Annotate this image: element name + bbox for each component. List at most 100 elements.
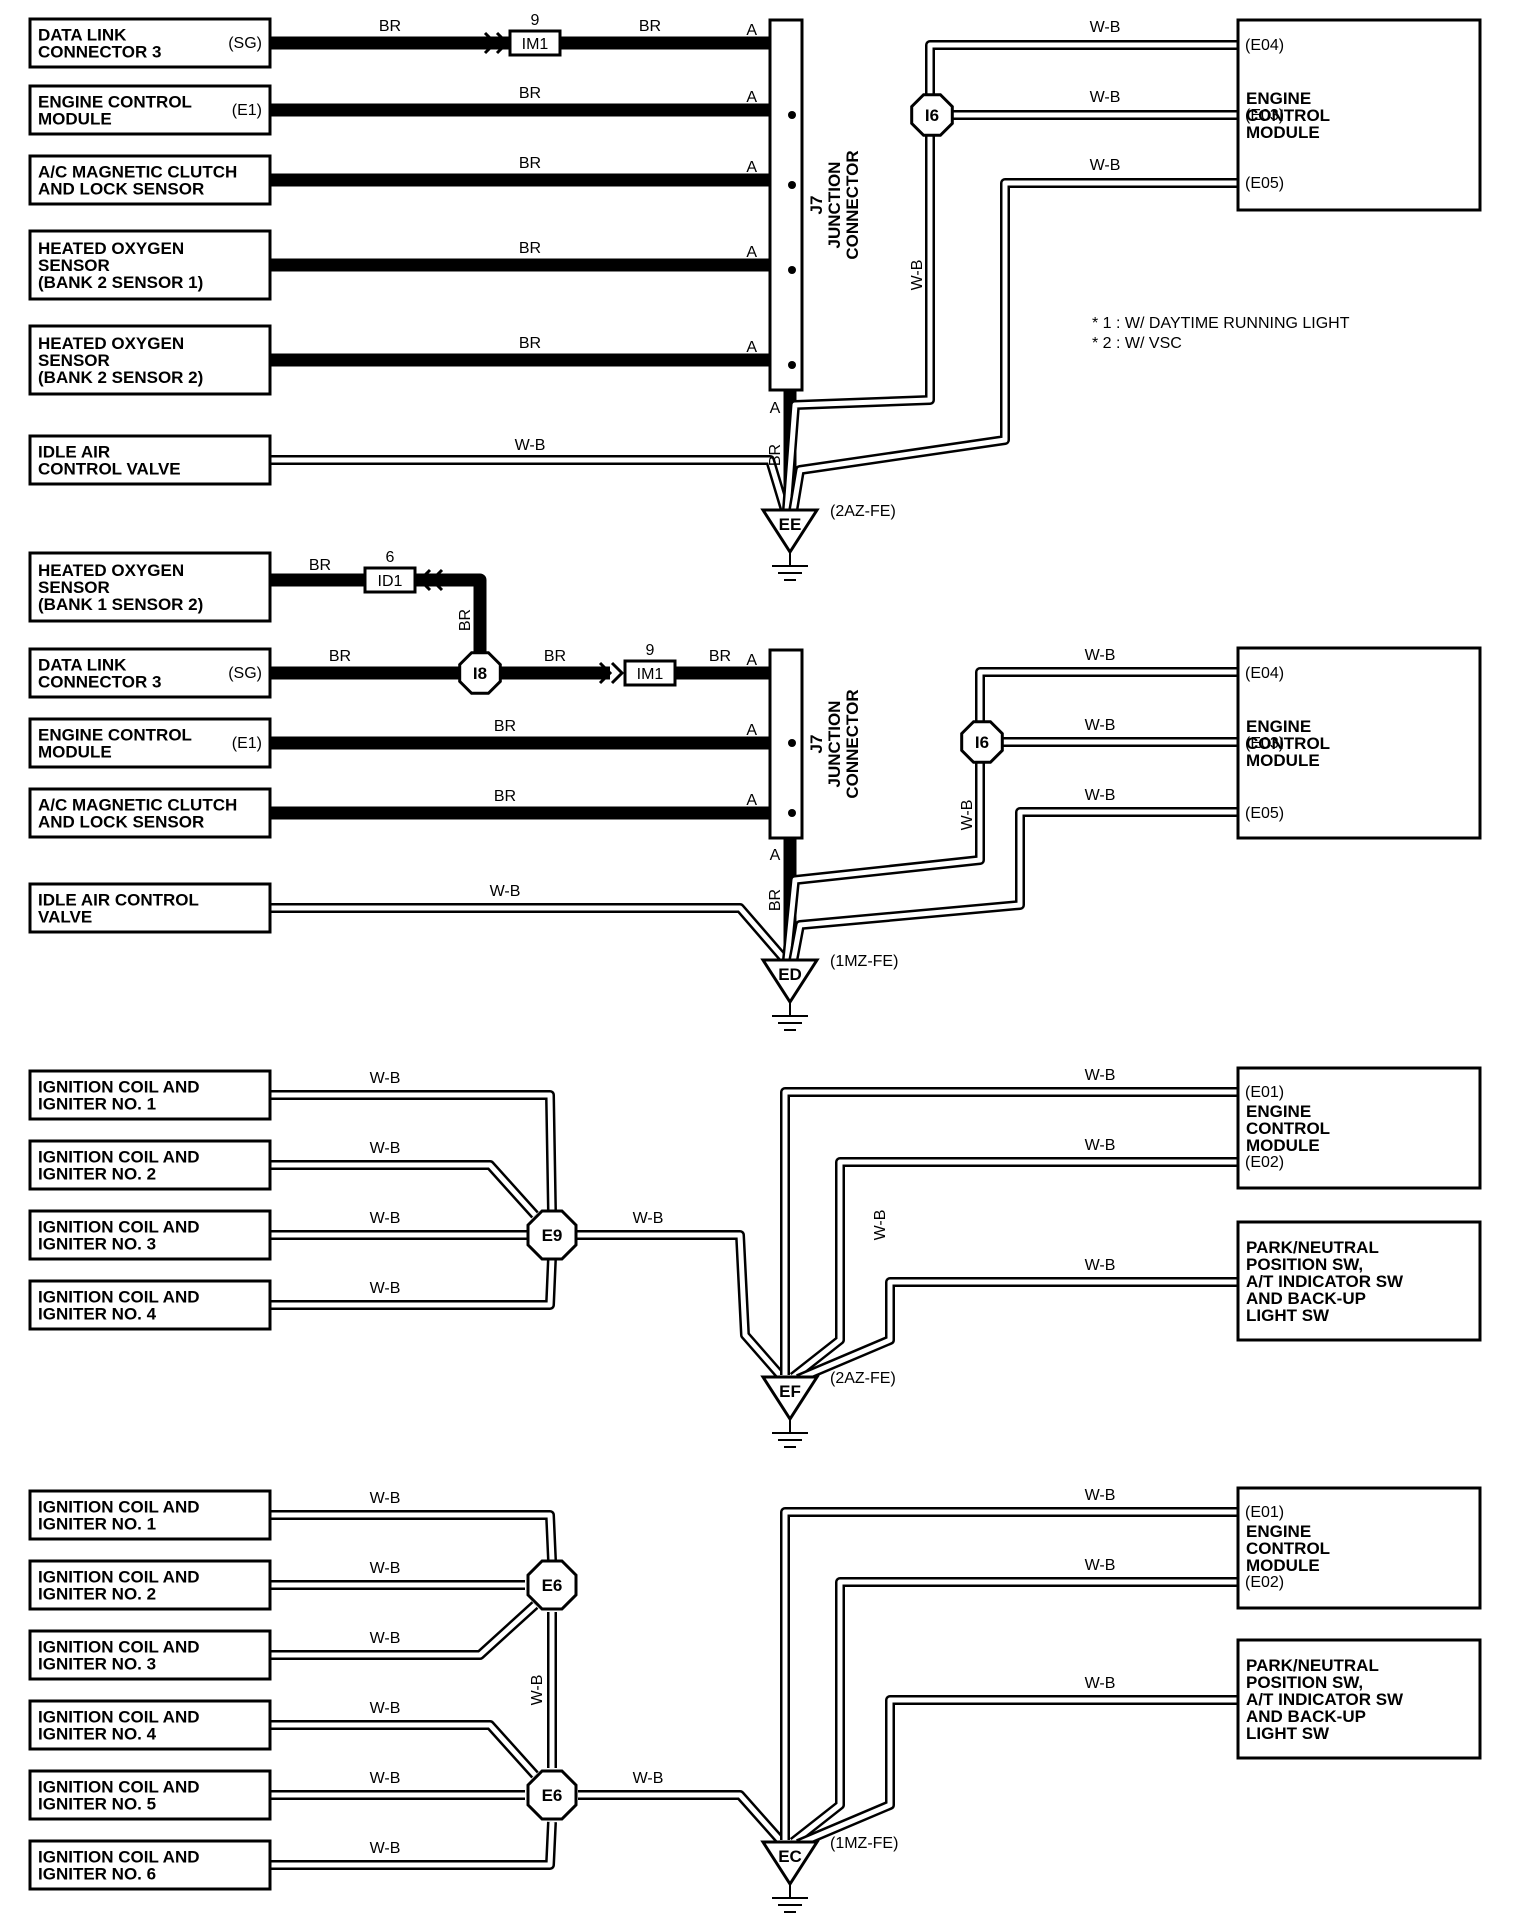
s3-box-4-label-2: IGNITER NO. 4: [38, 1305, 157, 1324]
s4-wire-1: [270, 1510, 557, 1561]
s3-ecm-box-label-1: ENGINE: [1246, 1102, 1311, 1121]
s1-junction-out-pin: A: [770, 400, 781, 417]
s1-wire-iacv: [270, 455, 790, 512]
s1-jpin-3: A: [746, 159, 757, 176]
s3-box-3: [28, 1209, 272, 1261]
s1-junction-label-3: CONNECTOR: [843, 150, 862, 259]
s1-wire-label-iacv: W-B: [515, 437, 546, 454]
s1-box-5: [28, 324, 272, 396]
s4-wire-label-splice-out: W-B: [633, 1770, 664, 1787]
s1-box-2: [28, 84, 272, 136]
s3-ecm-pin-1: (E01): [1245, 1084, 1284, 1101]
s1-ecm-pin-1: (E04): [1245, 37, 1284, 54]
s4-pnp-box: [1236, 1638, 1482, 1760]
s3-box-1-label-1: IGNITION COIL AND: [38, 1078, 200, 1097]
s2-wire-label-dlc-2: BR: [544, 648, 566, 665]
s2-wire-label-ac: BR: [494, 788, 516, 805]
s3-wire-e01-inner: [782, 1089, 1238, 1375]
s1-wire-label-4: BR: [519, 240, 541, 257]
s1-jpin-5: A: [746, 339, 757, 356]
s3-wire-2: [270, 1160, 539, 1219]
s3-wire-e02-outer: [789, 1157, 1238, 1381]
s1-jpin-1: A: [746, 22, 757, 39]
s4-pnp-box-label-3: A/T INDICATOR SW: [1246, 1690, 1404, 1709]
s4-wire-e01-inner: [782, 1509, 1238, 1840]
s3-ecm-pin-2: (E02): [1245, 1154, 1284, 1171]
s2-wire-ho2s: [270, 573, 487, 660]
s2-box-ho2s: [28, 551, 272, 623]
s2-box-1-label-2: CONNECTOR 3: [38, 673, 161, 692]
s4-wire-label-3: W-B: [370, 1630, 401, 1647]
s3-wire-pnp: [796, 1277, 1238, 1384]
s3-wire-e01-outer: [780, 1087, 1238, 1375]
s1-ecm-box-label-2: CONTROL: [1246, 106, 1330, 125]
s3-wire-1-inner: [270, 1092, 555, 1213]
s2-ground-symbol: [760, 958, 820, 1005]
s3-wire-4-outer: [270, 1257, 557, 1310]
s2-wire-e04-inner: [784, 669, 1238, 961]
s4-wire-4-inner: [270, 1722, 537, 1777]
s4-box-1: [28, 1489, 272, 1541]
s2-junction-label-1: J7: [807, 735, 826, 754]
s3-ecm-wire-label-2: W-B: [1085, 1137, 1116, 1154]
s1-wire-e04-inner: [784, 42, 1238, 511]
s1-conn-im1-box: [508, 29, 562, 57]
s3-box-4: [28, 1279, 272, 1331]
s1-wire-e05: [788, 178, 1238, 513]
s1-wire-e04: [782, 40, 1238, 511]
s2-junction-out-color-text: BR: [767, 889, 784, 911]
s2-wire-label-dlc: BR: [329, 648, 351, 665]
s1-junction-dot-4: [788, 361, 796, 369]
s2-ecm-box: [1236, 646, 1482, 840]
s4-wire-6: [270, 1821, 557, 1870]
s2-box-ho2s-label-2: SENSOR: [38, 578, 110, 597]
s1-ecm-wire-label-2: W-B: [1090, 89, 1121, 106]
s4-pnp-box-label-1: PARK/NEUTRAL: [1246, 1656, 1379, 1675]
s2-ground-label: ED: [778, 965, 802, 984]
s1-conn-im1-id: IM1: [522, 36, 549, 53]
s1-box-1: [28, 17, 272, 69]
s2-ecm-box-label-2: CONTROL: [1246, 734, 1330, 753]
s4-box-3-label-1: IGNITION COIL AND: [38, 1638, 200, 1657]
s3-pnp-box: [1236, 1220, 1482, 1342]
s1-junction-dot-2: [788, 181, 796, 189]
s2-ecm-wire-label-2: W-B: [1085, 717, 1116, 734]
s1-junction-out-color-text: BR: [767, 444, 784, 466]
s3-wire-splice-out-inner: [575, 1232, 782, 1377]
s4-wire-label-2: W-B: [370, 1560, 401, 1577]
s1-box-1-label-1: DATA LINK: [38, 26, 127, 45]
note-2: * 2 : W/ VSC: [1092, 335, 1182, 352]
s2-conn-im1-chevron-2: [610, 661, 625, 685]
s4-wire-label-6: W-B: [370, 1840, 401, 1857]
s1-conn-im1-num: 9: [531, 12, 540, 29]
s4-wire-splice-out-outer: [578, 1790, 784, 1844]
s3-ecm-wire-label-1: W-B: [1085, 1067, 1116, 1084]
s4-wire-label-1: W-B: [370, 1490, 401, 1507]
s4-pnp-box-label-2: POSITION SW,: [1246, 1673, 1363, 1692]
s2-conn-id1-chevron-2: [429, 568, 444, 592]
s2-conn-id1-chevron-1: [417, 568, 432, 592]
s4-wire-label-5: W-B: [370, 1770, 401, 1787]
s2-jpin-1: A: [746, 652, 757, 669]
s4-box-6-label-2: IGNITER NO. 6: [38, 1865, 156, 1884]
s2-box-1: [28, 647, 272, 699]
s4-wire-label-4: W-B: [370, 1700, 401, 1717]
s1-ecm-wire-label-3: W-B: [1090, 157, 1121, 174]
s1-box-1-label-2: CONNECTOR 3: [38, 43, 161, 62]
s4-wire-3: [270, 1601, 539, 1660]
s3-pnp-wire-label: W-B: [1085, 1257, 1116, 1274]
s3-ground-engine-label: (2AZ-FE): [830, 1370, 896, 1387]
s3-pnp-box-label-2: POSITION SW,: [1246, 1255, 1363, 1274]
s2-box-4-label-2: VALVE: [38, 908, 92, 927]
s3-ground-wire-label: W-B: [872, 1210, 889, 1241]
s2-ecm-box-label-1: ENGINE: [1246, 717, 1311, 736]
s1-ecm-pin-3: (E05): [1245, 175, 1284, 192]
s4-wire-e02: [789, 1577, 1238, 1846]
s3-wire-2-inner: [270, 1162, 537, 1217]
s1-box-3-label-2: AND LOCK SENSOR: [38, 180, 204, 199]
s1-box-5-label-2: SENSOR: [38, 351, 110, 370]
s1-wire-label-3: BR: [519, 155, 541, 172]
s2-box-2-label-2: MODULE: [38, 743, 112, 762]
